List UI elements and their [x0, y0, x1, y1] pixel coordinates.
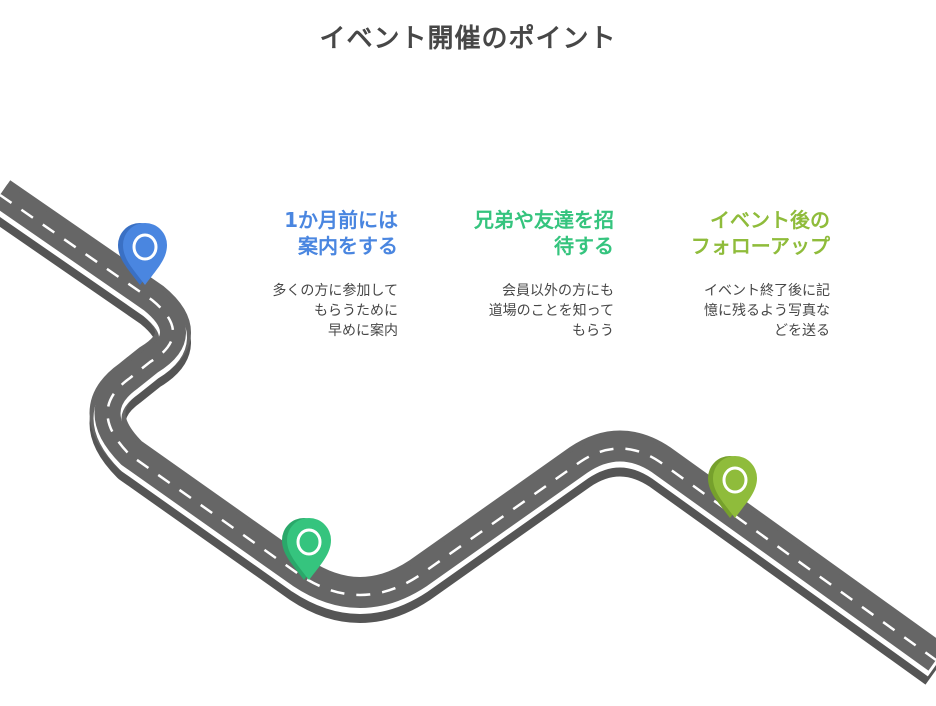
page-title: イベント開催のポイント	[319, 24, 617, 54]
milestone-3: イベント後の フォローアップ イベント終了後に記 憶に残るよう写真な どを送る	[630, 207, 830, 341]
road-center-dashes	[0, 193, 936, 662]
milestone-1: 1か月前には 案内をする 多くの方に参加して もらうために 早めに案内	[198, 207, 398, 341]
milestone-description: 会員以外の方にも 道場のことを知って もらう	[488, 283, 614, 339]
location-pin-icon	[282, 518, 331, 580]
milestone-description: イベント終了後に記 憶に残るよう写真な どを送る	[704, 283, 830, 339]
location-pin-icon	[118, 223, 167, 285]
location-pin-icon	[708, 456, 757, 518]
milestone-2: 兄弟や友達を招 待する 会員以外の方にも 道場のことを知って もらう	[414, 207, 614, 341]
milestone-description: 多くの方に参加して もらうために 早めに案内	[272, 283, 398, 339]
milestone-heading: イベント後の フォローアップ	[690, 208, 830, 258]
milestone-heading: 兄弟や友達を招 待する	[474, 208, 614, 258]
milestone-heading: 1か月前には 案内をする	[284, 208, 398, 258]
